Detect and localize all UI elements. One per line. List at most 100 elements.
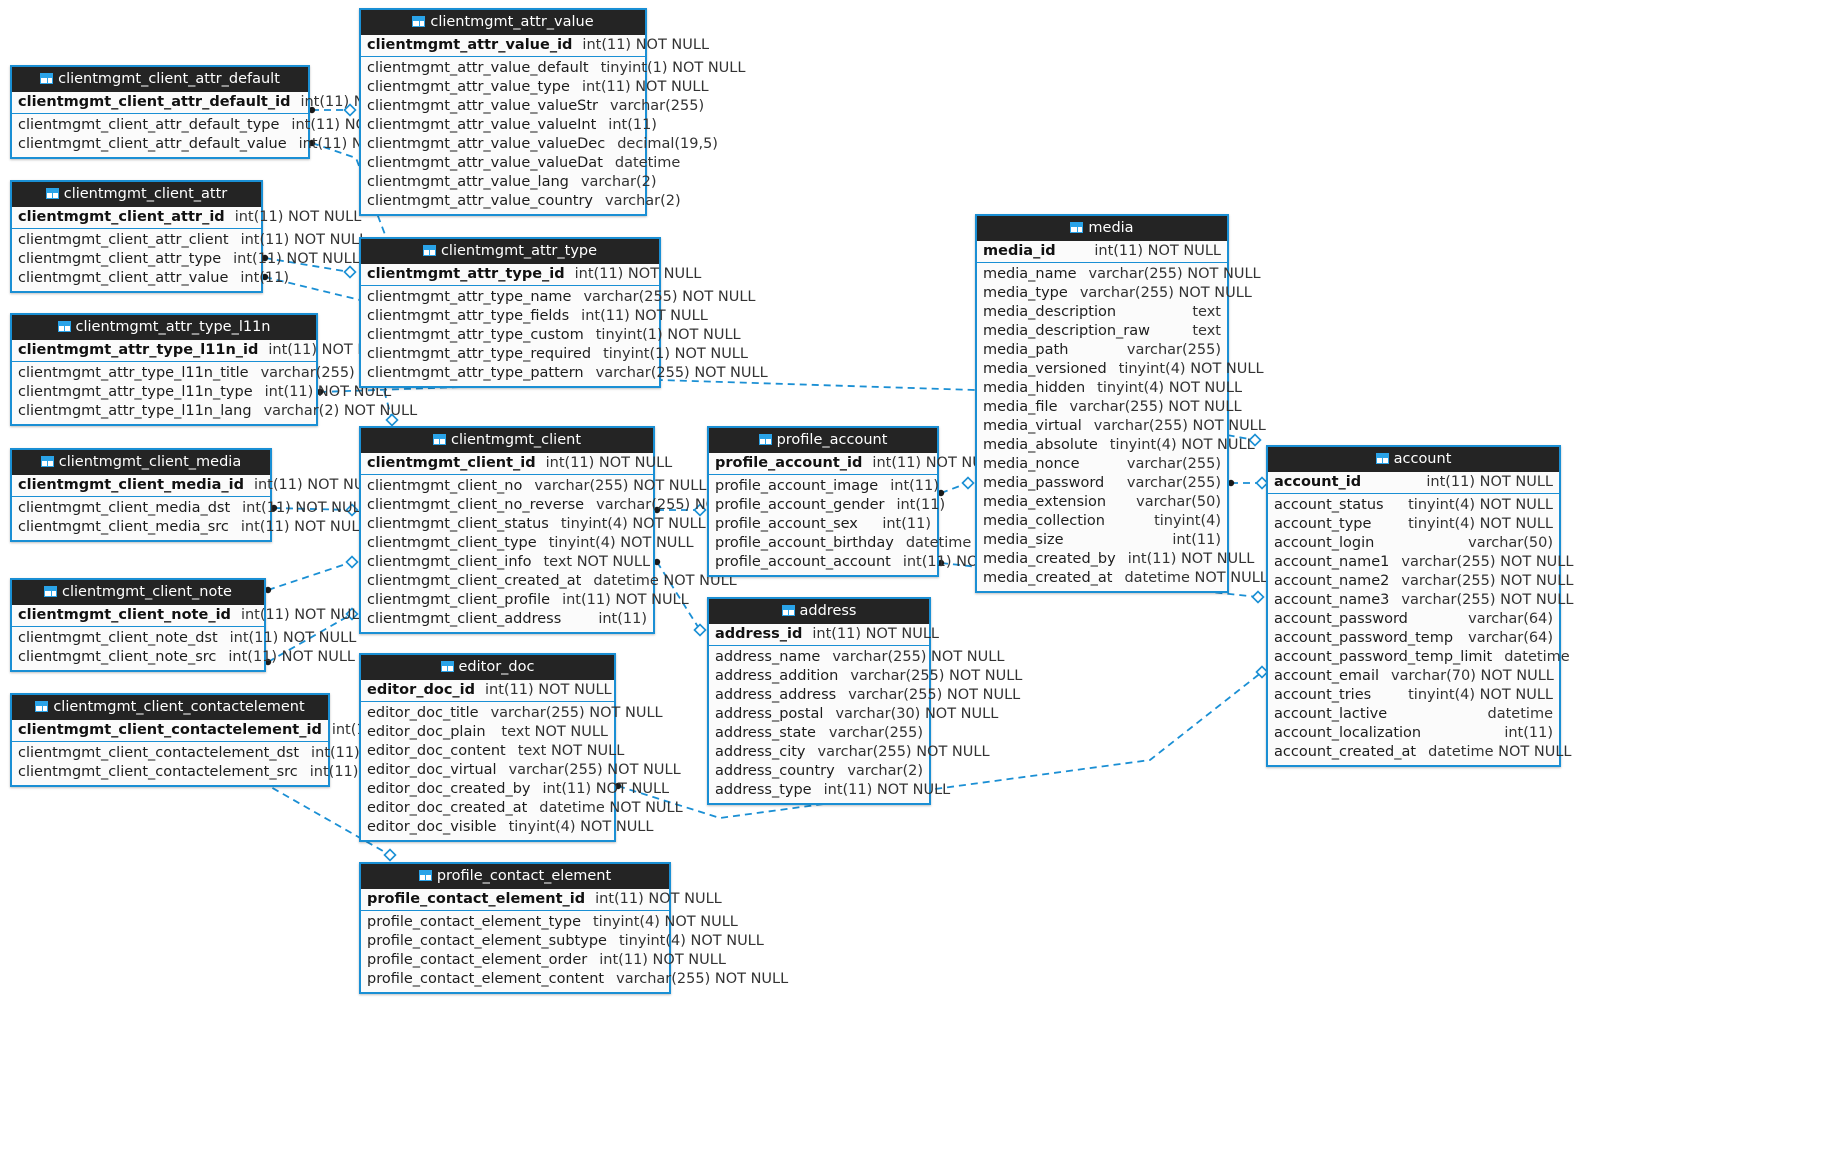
column-name: media_hidden (983, 380, 1086, 396)
column-name: media_created_by (983, 551, 1116, 567)
entity-clientmgmt_client_attr[interactable]: clientmgmt_client_attr clientmgmt_client_… (10, 180, 367, 293)
column-name: clientmgmt_attr_type_l11n_type (18, 384, 253, 400)
column-type: int(11) NOT NULL (595, 891, 722, 907)
column-type: tinyint(4) NOT NULL (1408, 687, 1553, 703)
column-name: editor_doc_created_at (367, 800, 528, 816)
entity-title: media (1088, 220, 1134, 236)
relation-media-to-account[interactable] (1227, 476, 1269, 490)
column-type: int(11) NOT NULL (823, 782, 951, 798)
entity-title: clientmgmt_attr_type (440, 243, 598, 259)
column-type: tinyint(4) NOT NULL (1408, 516, 1553, 532)
column-type: int(11) (1504, 725, 1553, 741)
column-type: varchar(255) NOT NULL (1401, 554, 1574, 570)
entity-profile_contact_element[interactable]: profile_contact_element profile_contact_e… (359, 862, 788, 994)
entity-header-clientmgmt_attr_type: clientmgmt_attr_type (361, 239, 659, 264)
column-type: int(11) NOT NULL (228, 649, 356, 665)
entity-clientmgmt_attr_type[interactable]: clientmgmt_attr_type clientmgmt_attr_type… (359, 237, 768, 388)
column-type: varchar(255) NOT NULL (616, 971, 789, 987)
column-name: clientmgmt_client_contactelement_src (18, 764, 298, 780)
relation-profile_account-to-media[interactable] (937, 476, 975, 497)
column-type: int(11) NOT NULL (229, 630, 357, 646)
column-name: clientmgmt_attr_value_id (367, 37, 573, 53)
table-icon (422, 245, 436, 256)
column-type: text NOT NULL (501, 724, 608, 740)
column-name: account_id (1274, 474, 1362, 490)
column-type: varchar(255) NOT NULL (1088, 266, 1261, 282)
column-type: varchar(2) NOT NULL (263, 403, 418, 419)
column-name: clientmgmt_attr_type_required (367, 346, 592, 362)
entity-header-clientmgmt_client: clientmgmt_client (361, 428, 653, 453)
column-type: datetime (1487, 706, 1553, 722)
column-type: varchar(255) NOT NULL (490, 705, 663, 721)
column-name: editor_doc_virtual (367, 762, 497, 778)
column-name: media_password (983, 475, 1105, 491)
column-name: clientmgmt_client_contactelement_id (18, 722, 322, 738)
column-type: int(11) NOT NULL (233, 251, 360, 267)
column-type: varchar(255) NOT NULL (817, 744, 990, 760)
entity-header-clientmgmt_attr_value: clientmgmt_attr_value (361, 10, 645, 35)
column-type: int(11) NOT NULL (599, 952, 726, 968)
entity-title: clientmgmt_client_attr (63, 186, 228, 202)
column-name: editor_doc_content (367, 743, 506, 759)
column-type: datetime (1504, 649, 1570, 665)
column-name: clientmgmt_client_attr_default_id (18, 94, 291, 110)
relation-clientmgmt_client_note-to-clientmgmt_client[interactable] (264, 555, 359, 594)
column-type: int(11) (608, 117, 657, 133)
column-name: clientmgmt_attr_type_pattern (367, 365, 584, 381)
entity-clientmgmt_client_contactelement[interactable]: clientmgmt_client_contactelement clientmg… (10, 693, 458, 787)
column-type: varchar(64) (1468, 630, 1553, 646)
relation-target-marker (383, 848, 397, 862)
entity-title: clientmgmt_client_contactelement (53, 699, 305, 715)
entity-title: profile_contact_element (436, 868, 612, 884)
column-name: clientmgmt_client_status (367, 516, 549, 532)
column-name: media_virtual (983, 418, 1082, 434)
column-name: address_addition (715, 668, 839, 684)
column-type: text (1192, 304, 1221, 320)
table-icon (44, 586, 58, 597)
entity-header-profile_account: profile_account (709, 428, 937, 453)
column-type: varchar(255) NOT NULL (508, 762, 681, 778)
column-type: varchar(2) (580, 174, 657, 190)
column-type: int(11) NOT NULL (872, 455, 1000, 471)
column-name: profile_account_sex (715, 516, 858, 532)
column-name: clientmgmt_client_attr_value (18, 270, 229, 286)
column-name: account_type (1274, 516, 1372, 532)
column-name: profile_contact_element_id (367, 891, 586, 907)
column-type: text (1192, 323, 1221, 339)
entity-header-clientmgmt_client_attr: clientmgmt_client_attr (12, 182, 261, 207)
